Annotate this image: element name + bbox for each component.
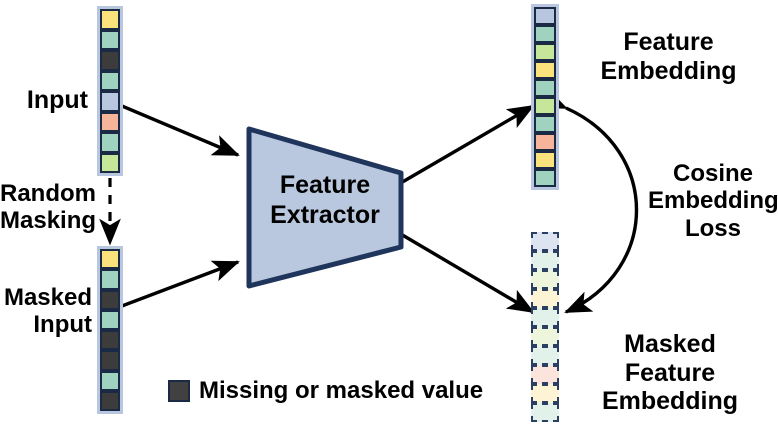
label-masked-input: Masked Input <box>3 284 92 339</box>
vector-cell <box>531 384 559 403</box>
feature-extractor-block: Feature Extractor <box>245 125 405 290</box>
label-feature-embedding: Feature Embedding <box>600 28 737 85</box>
vector-cell <box>534 7 556 25</box>
vector-cell <box>534 169 556 187</box>
vector-cell <box>100 152 120 173</box>
vector-cell <box>100 91 120 112</box>
legend: Missing or masked value <box>168 377 483 405</box>
vector-cell-masked <box>100 350 120 371</box>
arrow-extractor-to-masked-feature-embedding <box>398 231 535 314</box>
vector-masked-feature-embedding <box>531 232 559 422</box>
vector-cell <box>531 365 559 384</box>
vector-cell <box>534 97 556 115</box>
vector-cell <box>534 43 556 61</box>
vector-cell <box>100 370 120 391</box>
vector-cell <box>100 309 120 330</box>
vector-cell <box>534 61 556 79</box>
vector-cell <box>100 269 120 290</box>
vector-cell <box>531 270 559 289</box>
vector-masked-input <box>97 246 123 414</box>
vector-feature-embedding <box>531 4 559 190</box>
vector-input <box>97 6 123 176</box>
label-masked-feature-embedding: Masked Feature Embedding <box>601 330 739 415</box>
vector-cell <box>100 9 120 30</box>
feature-extractor-label: Feature Extractor <box>270 171 380 229</box>
arrow-input-to-extractor <box>121 104 240 157</box>
vector-cell <box>534 115 556 133</box>
vector-cell <box>531 251 559 270</box>
vector-cell <box>534 133 556 151</box>
vector-cell <box>534 151 556 169</box>
vector-cell-masked <box>100 289 120 310</box>
vector-cell-missing <box>100 50 120 71</box>
vector-cell <box>531 346 559 365</box>
vector-cell-masked <box>100 330 120 351</box>
label-cosine-embedding-loss: Cosine Embedding Loss <box>648 160 778 242</box>
vector-cell <box>531 403 559 422</box>
arrow-extractor-to-feature-embedding <box>398 104 535 186</box>
vector-cell <box>531 232 559 251</box>
vector-cell <box>100 132 120 153</box>
vector-cell <box>100 111 120 132</box>
vector-cell <box>100 29 120 50</box>
label-input: Input <box>26 86 88 114</box>
vector-cell <box>100 249 120 270</box>
vector-cell <box>100 70 120 91</box>
vector-cell <box>531 289 559 308</box>
arrow-masked-input-to-extractor <box>121 260 240 308</box>
legend-swatch-missing-value <box>168 380 190 402</box>
label-random-masking: Random Masking <box>0 180 97 235</box>
vector-cell <box>531 308 559 327</box>
vector-cell <box>531 327 559 346</box>
arc-cosine-embedding-loss <box>538 87 639 314</box>
vector-cell <box>534 79 556 97</box>
vector-cell-masked <box>100 390 120 411</box>
legend-label: Missing or masked value <box>199 377 484 404</box>
vector-cell <box>534 25 556 43</box>
trapezoid-shape <box>246 126 404 289</box>
